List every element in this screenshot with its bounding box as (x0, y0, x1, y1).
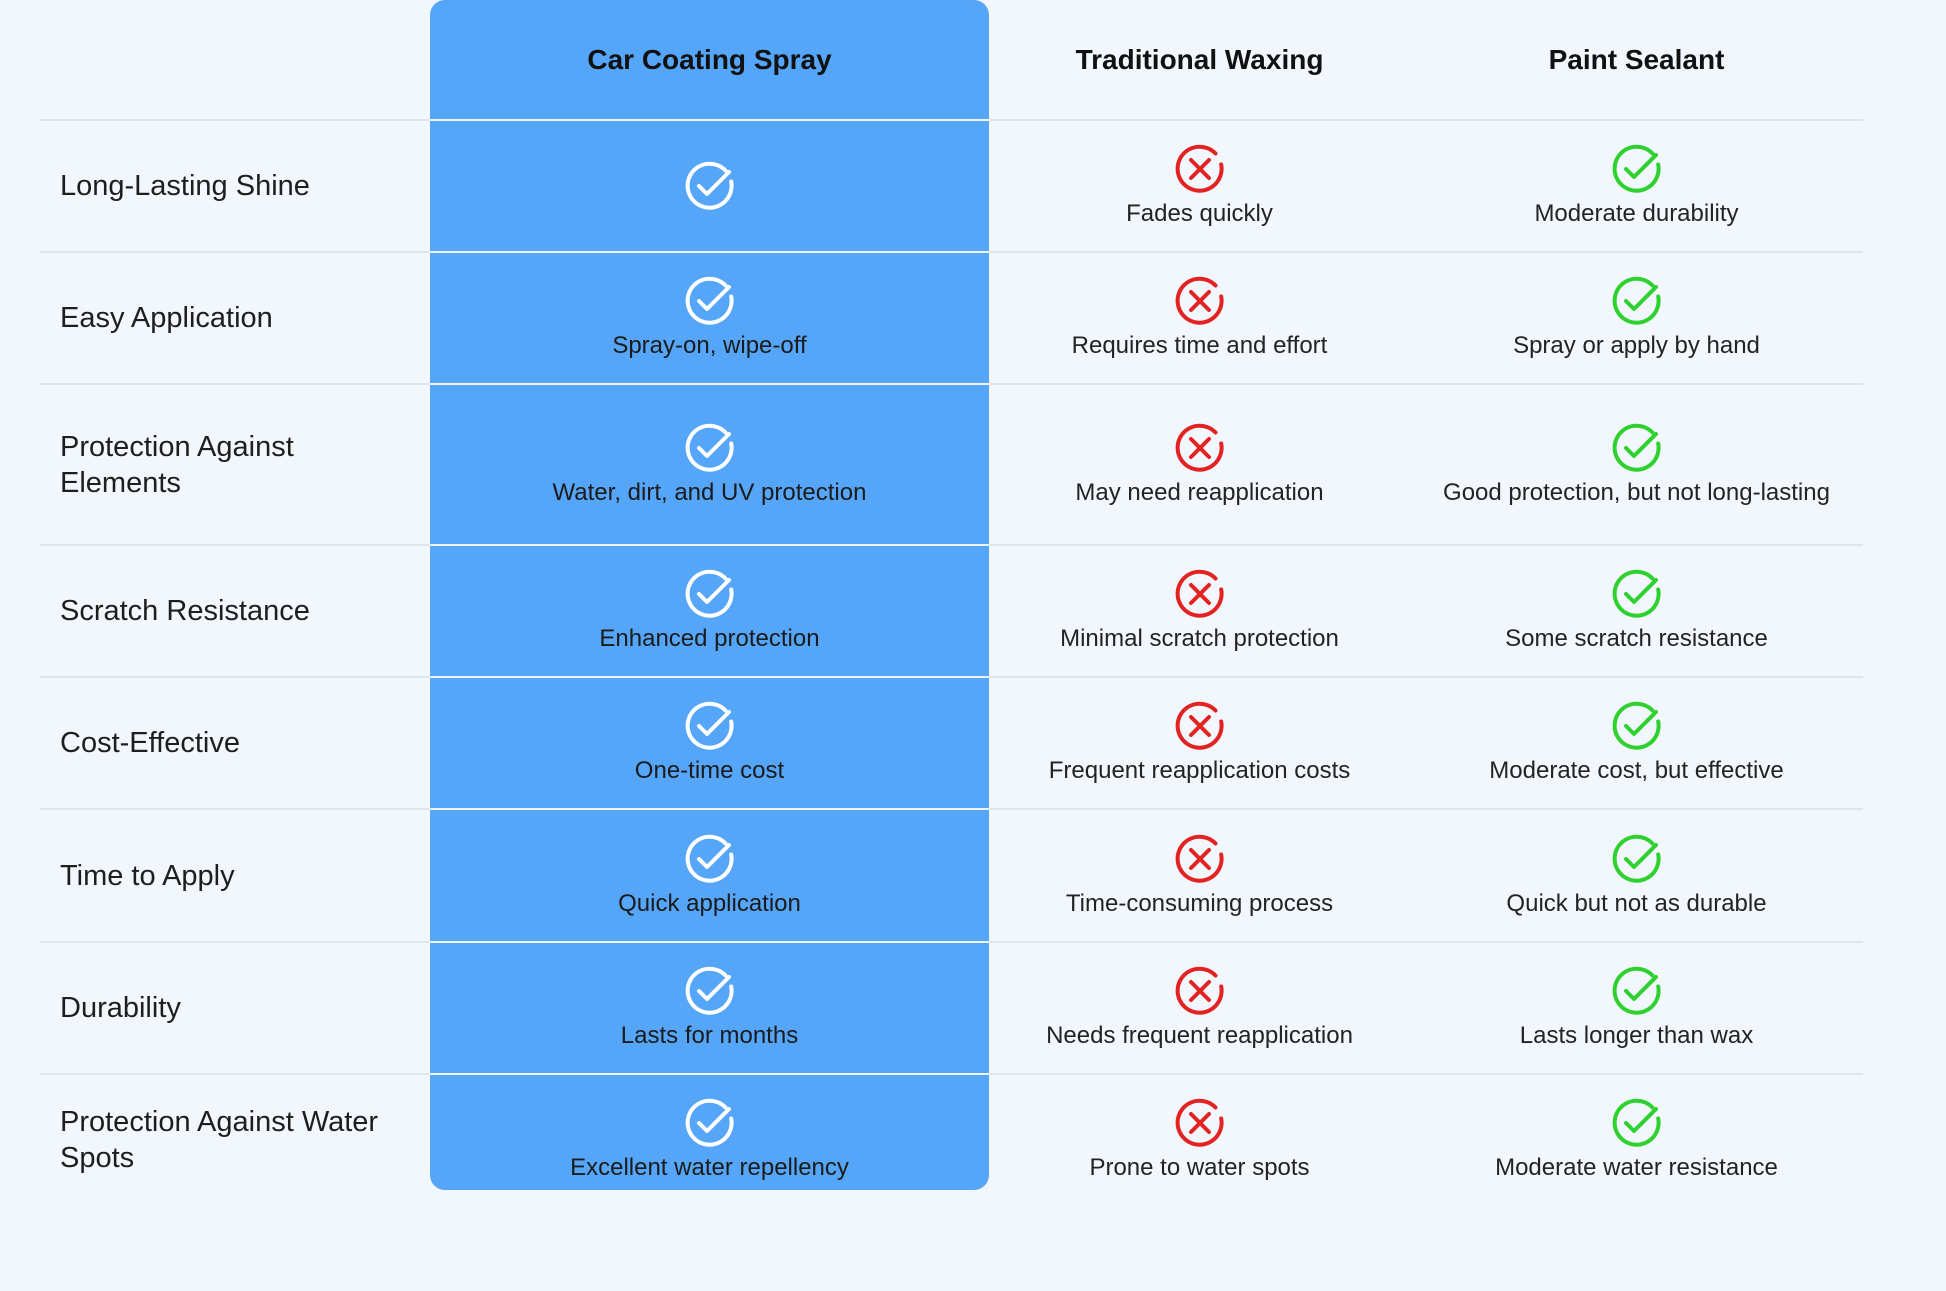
cross-icon (1175, 1098, 1224, 1147)
column-header-label: Paint Sealant (1548, 43, 1725, 75)
cell-note: Moderate durability (1534, 200, 1739, 227)
cell-wax: Minimal scratch protection (989, 546, 1410, 676)
highlighted-column-background (430, 0, 989, 1190)
cell-sealant: Good protection, but not long-lasting (1410, 385, 1863, 544)
cell-spray: Excellent water repellency (430, 1075, 989, 1205)
check-icon (685, 276, 734, 325)
cell-note: Requires time and effort (1071, 332, 1328, 359)
cell-note: Minimal scratch protection (1060, 625, 1339, 652)
cross-icon (1175, 834, 1224, 883)
feature-label: Protection Against Water Spots (60, 1106, 379, 1174)
cell-note: One-time cost (634, 757, 785, 784)
cell-spray: Spray-on, wipe-off (430, 253, 989, 385)
check-icon (685, 701, 734, 750)
cell-wax: Fades quickly (989, 121, 1410, 251)
cell-note: Fades quickly (1126, 200, 1273, 227)
check-icon (685, 423, 734, 472)
cell-note: Moderate cost, but effective (1489, 757, 1784, 784)
cell-spray: Water, dirt, and UV protection (430, 385, 989, 546)
check-icon (1612, 701, 1661, 750)
cell-note: Enhanced protection (599, 625, 820, 652)
cross-icon (1175, 276, 1224, 325)
check-icon (1612, 276, 1661, 325)
cross-icon (1175, 569, 1224, 618)
feature-label: Cost-Effective (60, 727, 240, 759)
check-icon (685, 1098, 734, 1147)
cross-icon (1175, 144, 1224, 193)
check-icon (1612, 966, 1661, 1015)
cell-sealant: Lasts longer than wax (1410, 943, 1863, 1073)
check-icon (685, 966, 734, 1015)
cell-wax: Frequent reapplication costs (989, 678, 1410, 808)
cell-note: Spray or apply by hand (1513, 332, 1760, 359)
cell-note: Prone to water spots (1089, 1154, 1310, 1181)
cell-note: Frequent reapplication costs (1048, 757, 1351, 784)
check-icon (685, 569, 734, 618)
check-icon (1612, 423, 1661, 472)
feature-label: Time to Apply (60, 859, 235, 892)
cell-note: Some scratch resistance (1505, 625, 1768, 652)
cell-note: Excellent water repellency (570, 1154, 849, 1181)
column-header-traditional-waxing: Traditional Waxing (989, 0, 1410, 119)
cell-note: Quick but not as durable (1506, 889, 1767, 917)
table-header-row: Car Coating Spray Traditional Waxing Pai… (40, 0, 1863, 121)
cell-wax: May need reapplication (989, 385, 1410, 544)
cell-wax: Time-consuming process (989, 810, 1410, 941)
cell-spray: Lasts for months (430, 943, 989, 1075)
cell-note: Lasts for months (620, 1022, 799, 1049)
cell-note: Time-consuming process (1065, 889, 1334, 917)
feature-column-header (40, 0, 430, 119)
cell-note: Moderate water resistance (1495, 1154, 1778, 1181)
check-icon (1612, 1098, 1661, 1147)
cell-note: Quick application (618, 889, 801, 917)
cell-note: Needs frequent reapplication (1046, 1022, 1353, 1049)
cross-icon (1175, 701, 1224, 750)
feature-label: Easy Application (60, 302, 273, 334)
cell-sealant: Moderate durability (1410, 121, 1863, 251)
cell-spray: One-time cost (430, 678, 989, 810)
column-header-paint-sealant: Paint Sealant (1410, 0, 1863, 119)
cell-wax: Requires time and effort (989, 253, 1410, 383)
column-header-label: Car Coating Spray (587, 43, 832, 75)
cell-note: Water, dirt, and UV protection (552, 478, 867, 506)
cell-sealant: Moderate cost, but effective (1410, 678, 1863, 808)
cell-note: Good protection, but not long-lasting (1443, 478, 1830, 506)
cell-note: Lasts longer than wax (1519, 1022, 1754, 1049)
cell-note: Spray-on, wipe-off (612, 332, 807, 359)
feature-label: Protection Against Elements (60, 430, 294, 499)
cell-sealant: Quick but not as durable (1410, 810, 1863, 941)
cell-spray (430, 121, 989, 253)
check-icon (1612, 834, 1661, 883)
cell-sealant: Some scratch resistance (1410, 546, 1863, 676)
comparison-table: Car Coating Spray Traditional Waxing Pai… (40, 0, 1863, 1205)
feature-label: Scratch Resistance (60, 595, 310, 627)
cell-wax: Prone to water spots (989, 1075, 1410, 1205)
cell-wax: Needs frequent reapplication (989, 943, 1410, 1073)
cell-sealant: Spray or apply by hand (1410, 253, 1863, 383)
cell-note: May need reapplication (1075, 478, 1324, 506)
cell-sealant: Moderate water resistance (1410, 1075, 1863, 1205)
column-header-label: Traditional Waxing (1075, 43, 1324, 75)
check-icon (1612, 144, 1661, 193)
check-icon (1612, 569, 1661, 618)
cross-icon (1175, 423, 1224, 472)
cell-spray: Quick application (430, 810, 989, 943)
column-header-car-coating-spray: Car Coating Spray (430, 0, 989, 121)
cross-icon (1175, 966, 1224, 1015)
feature-label: Durability (60, 992, 181, 1024)
check-icon (685, 834, 734, 883)
feature-label: Long-Lasting Shine (60, 170, 310, 202)
check-icon (685, 161, 734, 210)
cell-spray: Enhanced protection (430, 546, 989, 678)
